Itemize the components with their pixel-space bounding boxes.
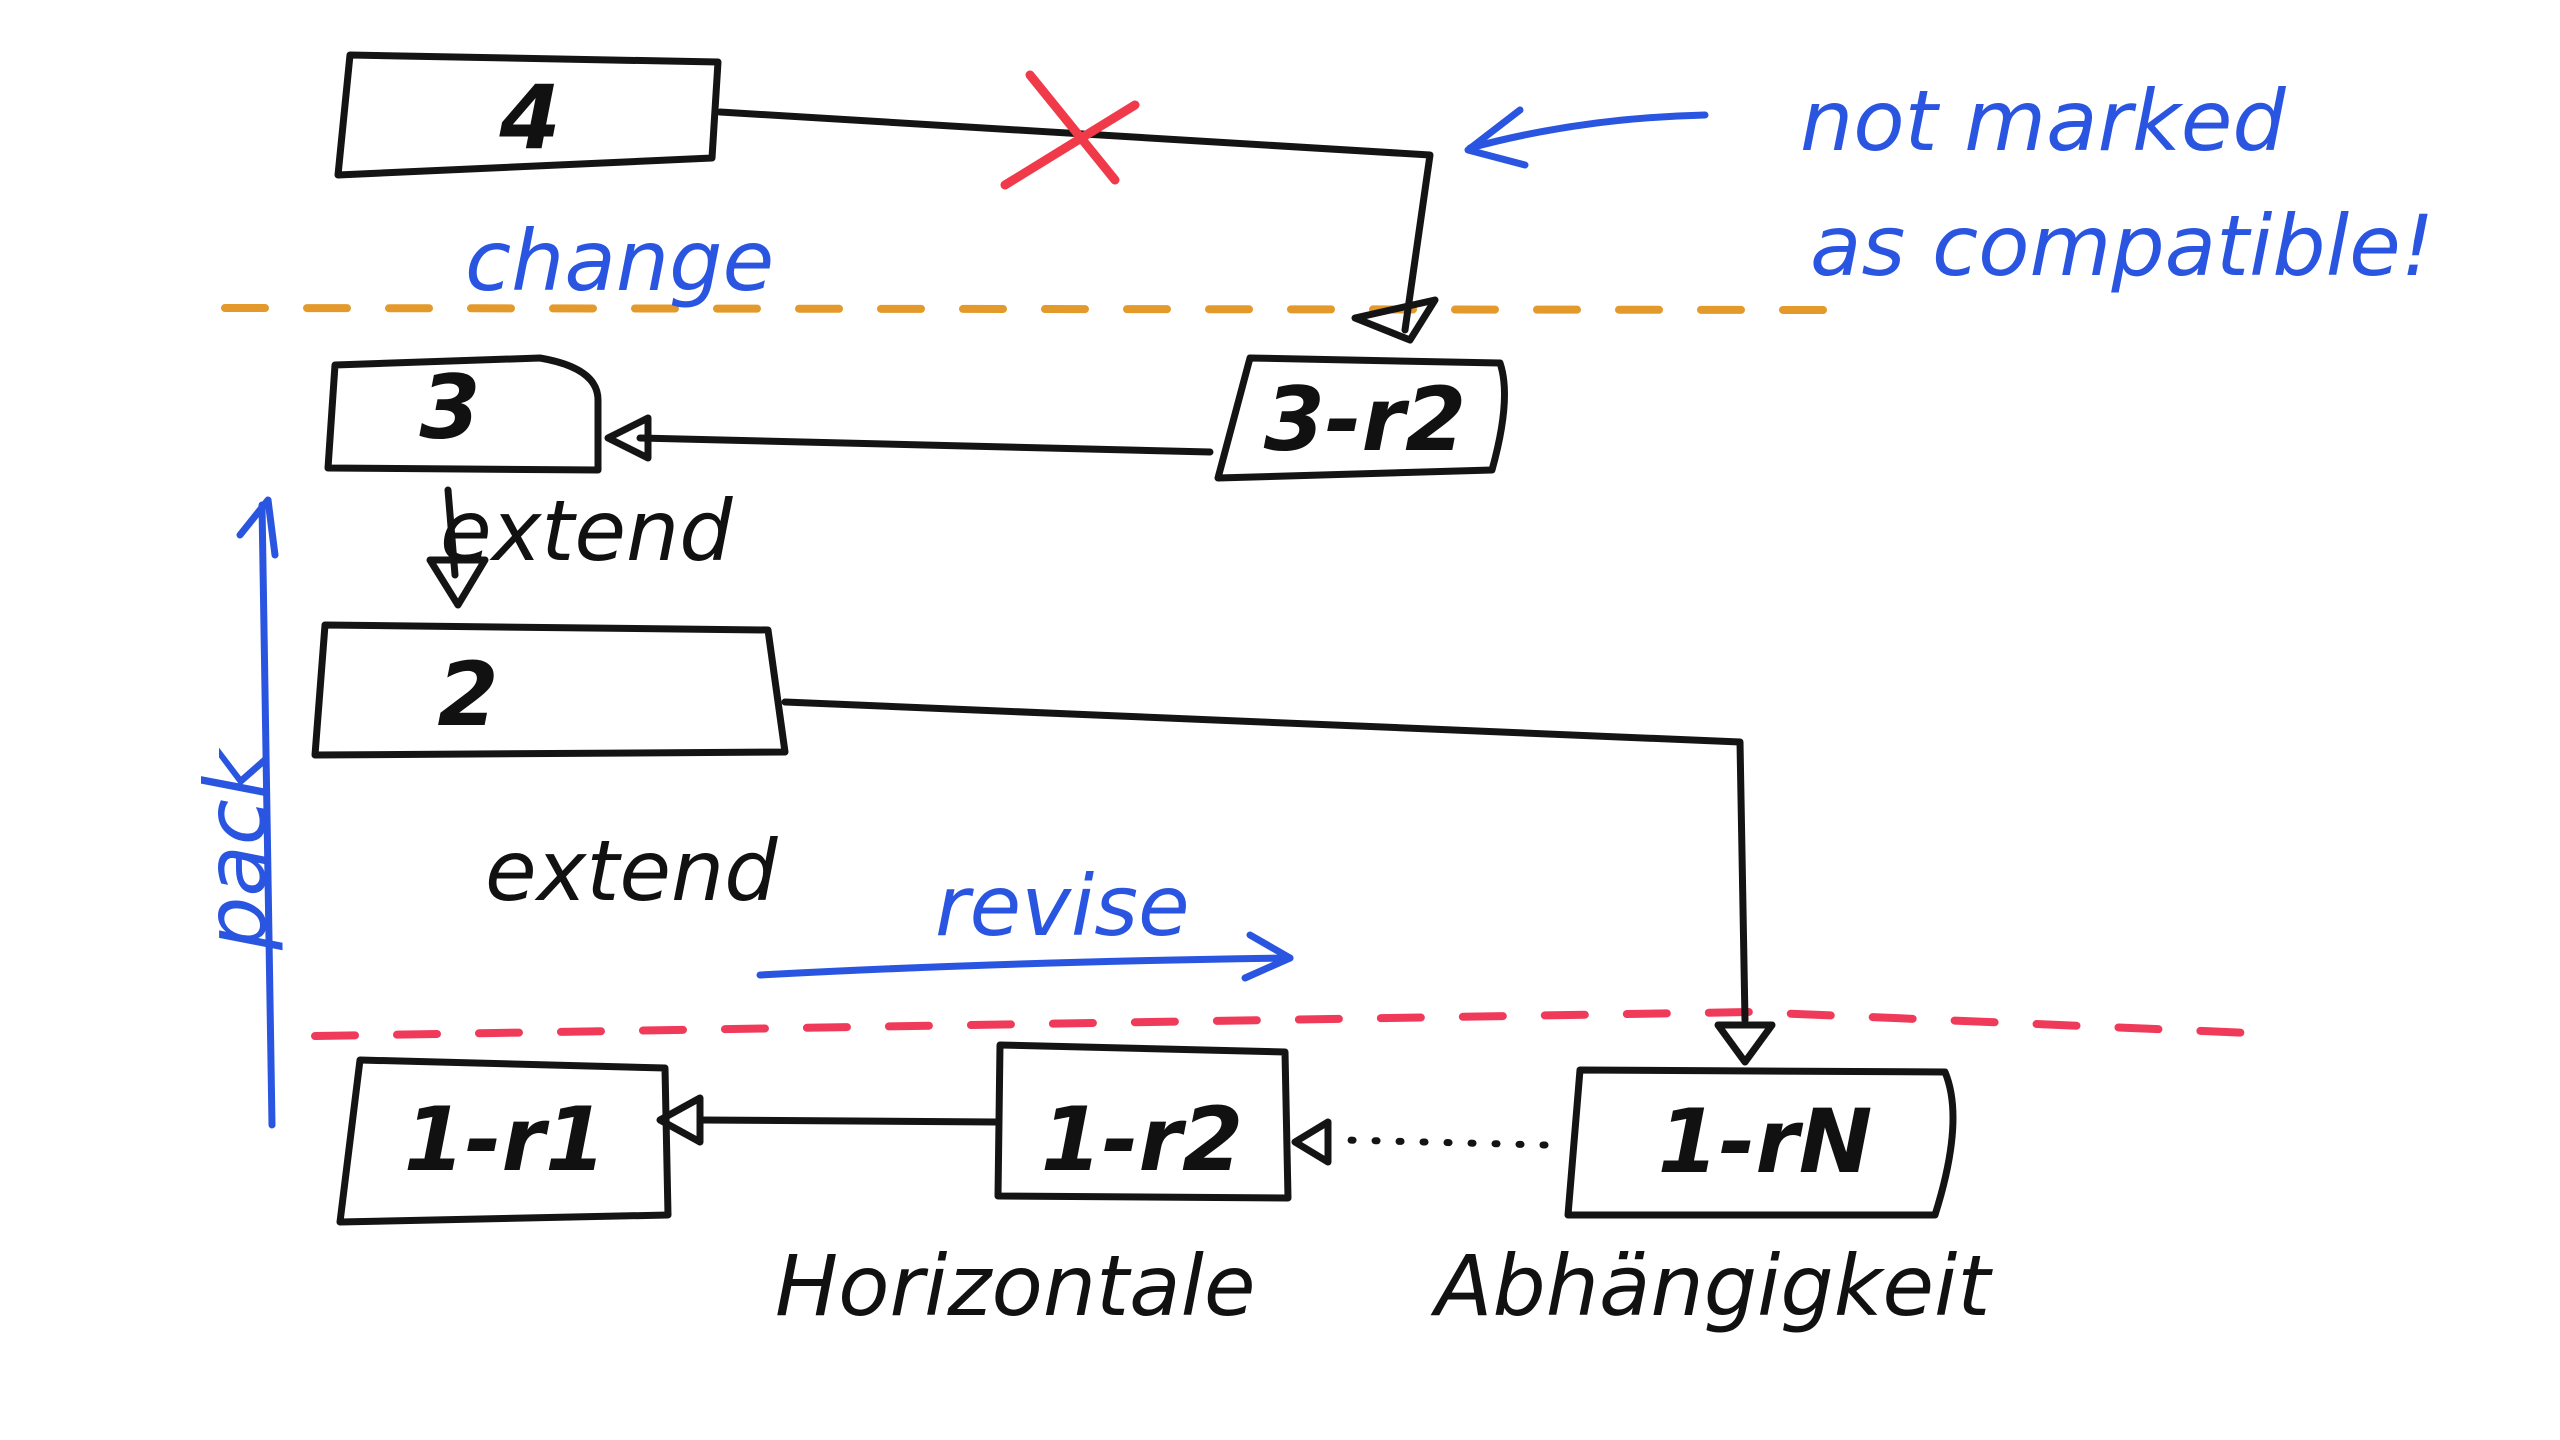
connector-3-to-2 — [426, 486, 489, 609]
abhaengigkeit-label: Abhängigkeit — [1430, 1237, 1993, 1335]
version-box-3: 3 — [324, 354, 602, 474]
extend-label-top: extend — [440, 482, 733, 580]
extend-label-mid: extend — [485, 822, 778, 920]
note-line-1: not marked — [1800, 72, 2286, 170]
connector-3-r2-to-3 — [604, 414, 1214, 462]
version-box-2: 2 — [311, 621, 789, 759]
note-pointer-arrow — [1464, 106, 1709, 169]
version-box-1-rN: 1-rN — [1564, 1066, 1957, 1219]
horizontale-label: Horizontale — [775, 1237, 1256, 1335]
pack-label: pack — [187, 747, 285, 951]
connector-2-to-1-rN — [781, 698, 1776, 1066]
version-box-3-r2-label: 3-r2 — [1264, 368, 1466, 471]
version-box-1-r1-label: 1-r1 — [404, 1088, 606, 1191]
revise-arrow — [756, 931, 1294, 982]
version-box-4-label: 4 — [498, 66, 560, 169]
version-box-1-r2-label: 1-r2 — [1041, 1088, 1243, 1191]
arrowhead-icon — [1291, 1118, 1332, 1166]
revise-label: revise — [935, 857, 1190, 955]
cross-mark-icon — [1000, 70, 1140, 190]
arrowhead-icon — [656, 1094, 704, 1146]
arrowhead-icon — [604, 414, 652, 462]
version-box-3-r2: 3-r2 — [1214, 354, 1508, 482]
connector-1-rN-to-1-r2 — [1291, 1118, 1549, 1166]
version-box-3-label: 3 — [419, 356, 480, 459]
red-dashed-separator — [311, 1007, 2254, 1040]
arrowhead-icon — [1714, 1021, 1776, 1066]
version-box-2-label: 2 — [437, 643, 498, 746]
version-box-1-rN-label: 1-rN — [1658, 1090, 1873, 1193]
version-box-4: 4 — [334, 51, 722, 179]
connector-4-to-3-r2 — [716, 108, 1439, 344]
version-box-1-r1: 1-r1 — [336, 1056, 672, 1226]
connector-1-r2-to-1-r1 — [656, 1094, 999, 1146]
pack-arrow — [236, 496, 279, 1129]
note-line-2: as compatible! — [1810, 197, 2434, 295]
version-box-1-r2: 1-r2 — [994, 1041, 1292, 1202]
arrowhead-icon — [426, 556, 489, 609]
arrowhead-icon — [1351, 296, 1439, 344]
change-label: change — [465, 212, 774, 310]
orange-dashed-separator — [221, 304, 1834, 314]
